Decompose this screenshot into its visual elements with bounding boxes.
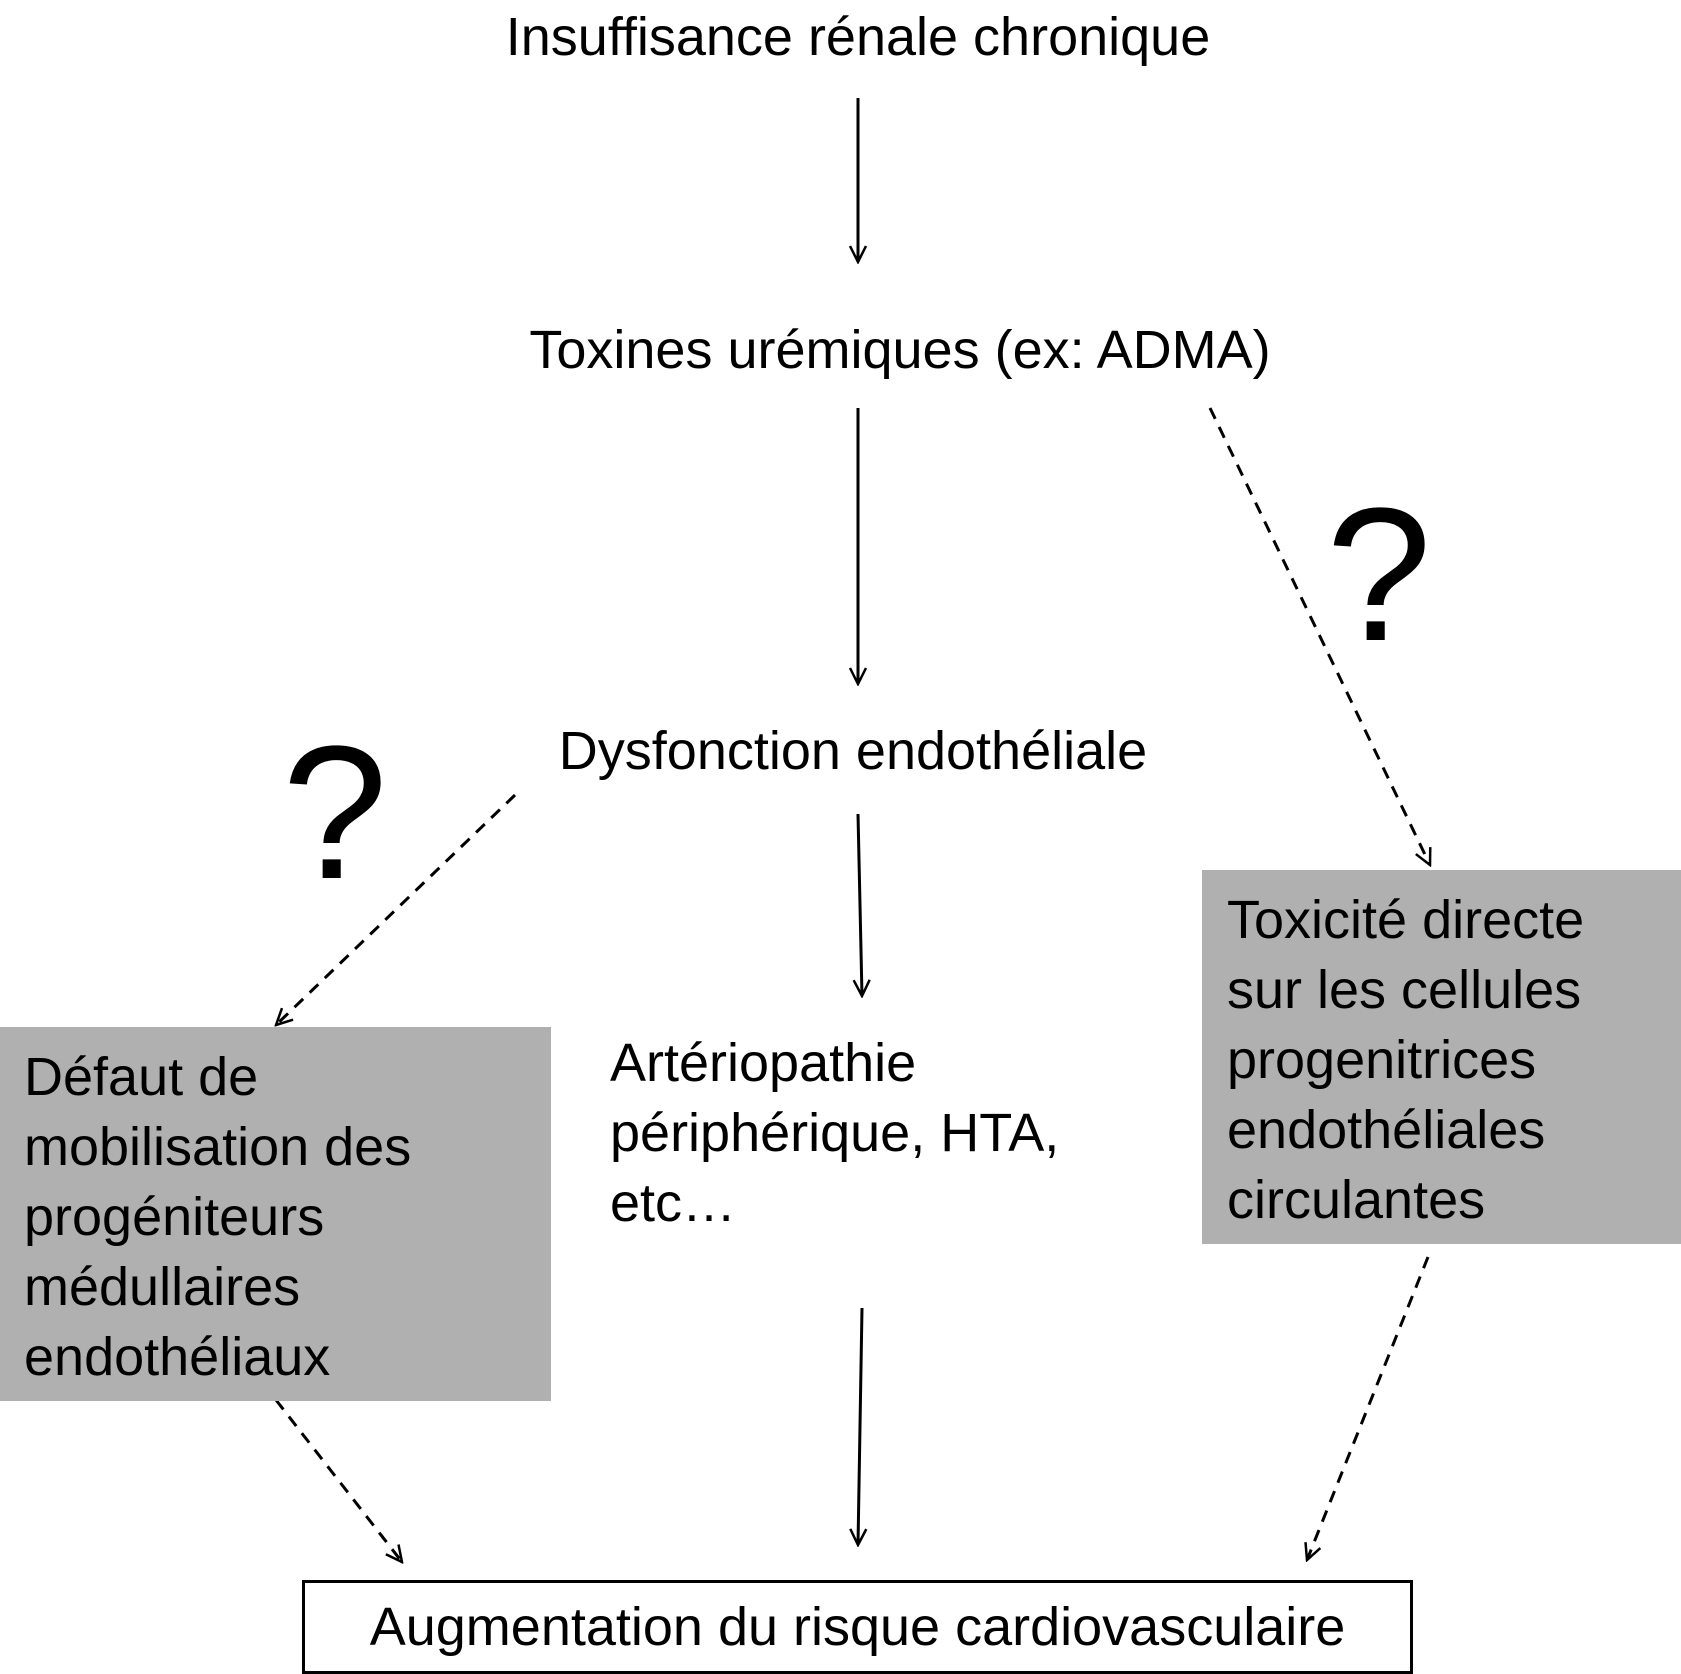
question-mark-right-label: ? — [1326, 469, 1432, 681]
node-arteriopathy: Artériopathie périphérique, HTA, etc… — [610, 1028, 1130, 1238]
question-mark-left-label: ? — [282, 707, 388, 919]
node-arteriopathy-line-3: etc… — [610, 1173, 737, 1233]
node-mobilisation-defect-line-2: mobilisation des — [24, 1117, 412, 1177]
dashed-arrow-dysfunction-to-mobilisation — [276, 793, 517, 1025]
node-arteriopathy-line-1: Artériopathie — [610, 1033, 917, 1093]
node-mobilisation-defect: Défaut de mobilisation des progéniteurs … — [0, 1027, 551, 1401]
question-mark-right: ? — [1326, 480, 1432, 670]
node-uremic-toxins-label: Toxines urémiques (ex: ADMA) — [529, 320, 1271, 380]
node-direct-toxicity-line-2: sur les cellules — [1227, 960, 1582, 1020]
arrow-dysfunction-to-arteriopathy — [858, 813, 862, 996]
question-mark-left: ? — [282, 718, 388, 908]
node-cv-risk: Augmentation du risque cardiovasculaire — [302, 1580, 1413, 1674]
node-direct-toxicity: Toxicité directe sur les cellules progen… — [1202, 870, 1681, 1244]
node-direct-toxicity-line-4: endothéliales — [1227, 1100, 1546, 1160]
node-mobilisation-defect-line-4: médullaires — [24, 1257, 301, 1317]
node-ckd: Insuffisance rénale chronique — [380, 2, 1336, 72]
dashed-arrow-mobilisation-to-cv-risk — [274, 1399, 402, 1562]
dashed-arrow-toxins-to-direct-toxicity — [1208, 407, 1430, 865]
node-endothelial-dysfunction: Dysfonction endothéliale — [500, 716, 1206, 786]
node-arteriopathy-line-2: périphérique, HTA, — [610, 1103, 1060, 1163]
node-direct-toxicity-line-3: progenitrices — [1227, 1030, 1537, 1090]
node-uremic-toxins: Toxines urémiques (ex: ADMA) — [460, 315, 1340, 385]
node-ckd-label: Insuffisance rénale chronique — [505, 7, 1211, 67]
arrow-arteriopathy-to-cv-risk — [858, 1307, 862, 1545]
node-cv-risk-label: Augmentation du risque cardiovasculaire — [369, 1597, 1346, 1657]
node-mobilisation-defect-line-3: progéniteurs — [24, 1187, 325, 1247]
node-mobilisation-defect-line-5: endothéliaux — [24, 1327, 331, 1387]
node-direct-toxicity-line-5: circulantes — [1227, 1170, 1486, 1230]
node-endothelial-dysfunction-label: Dysfonction endothéliale — [558, 721, 1148, 781]
node-direct-toxicity-line-1: Toxicité directe — [1227, 890, 1585, 950]
node-mobilisation-defect-line-1: Défaut de — [24, 1047, 259, 1107]
dashed-arrow-direct-toxicity-to-cv-risk — [1307, 1256, 1430, 1560]
